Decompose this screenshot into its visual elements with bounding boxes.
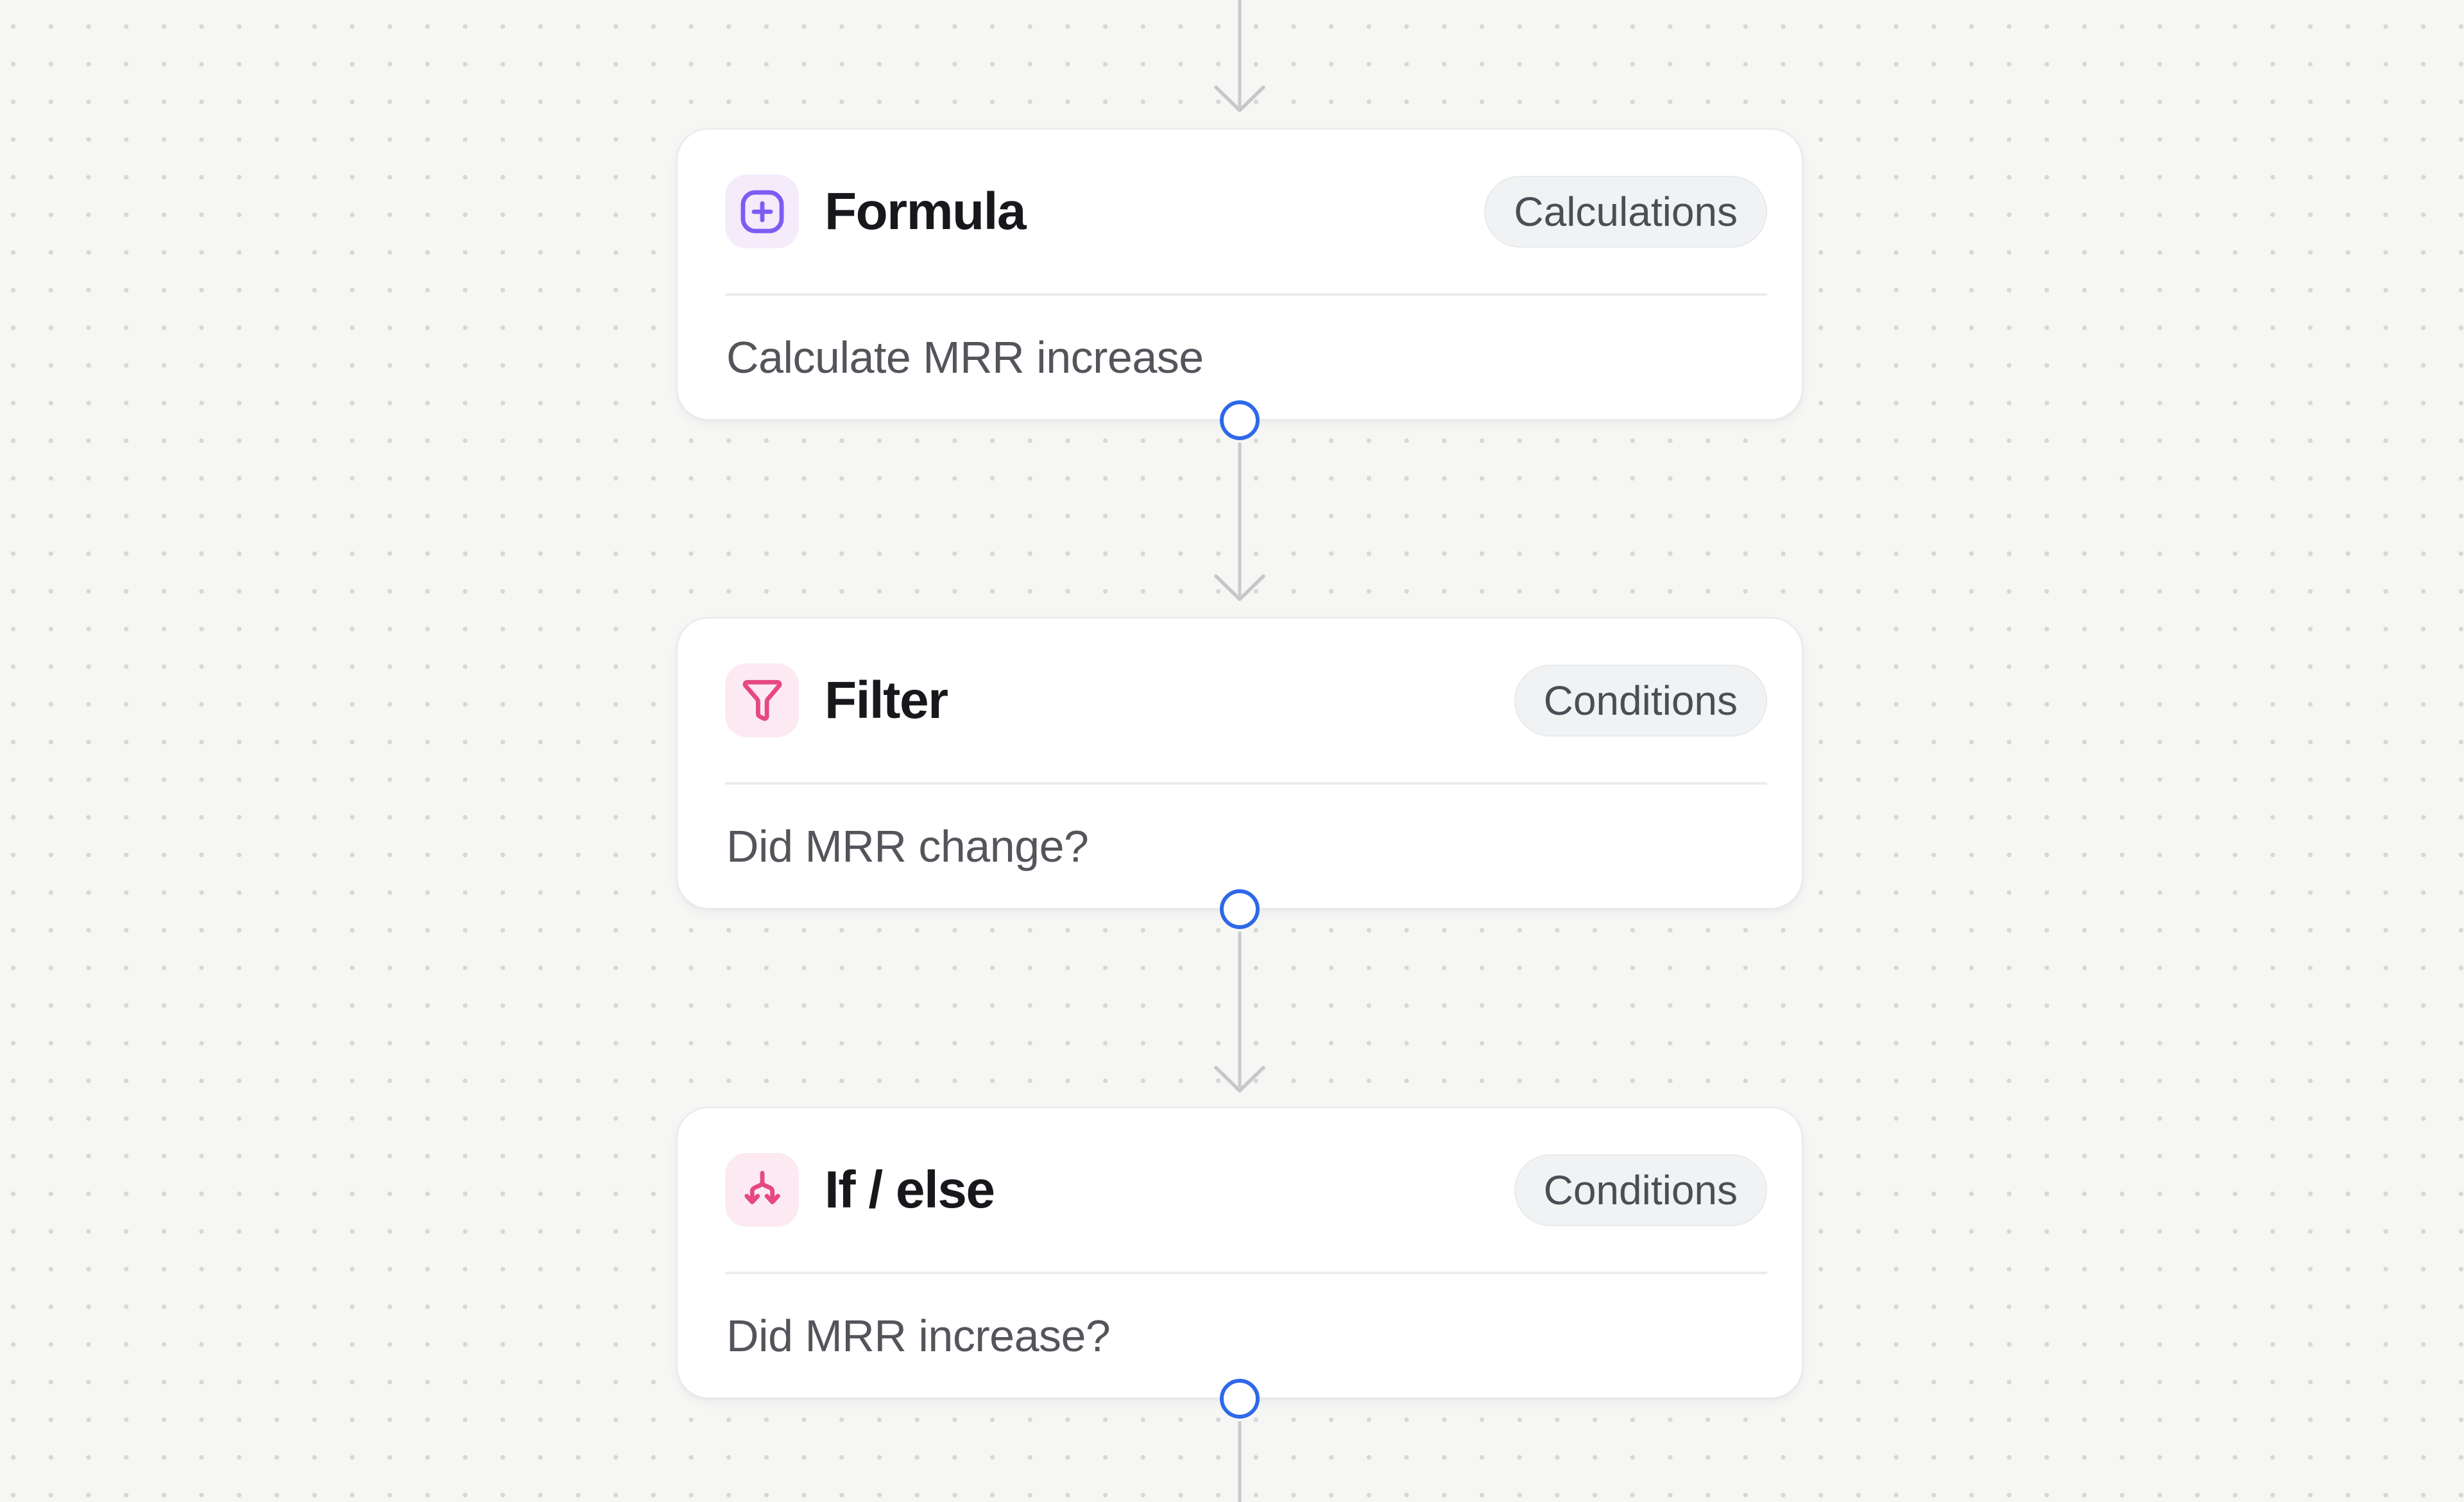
output-port[interactable] xyxy=(1220,1379,1260,1419)
node-title: Filter xyxy=(825,670,948,730)
formula-plus-square-icon xyxy=(725,175,799,248)
node-description: Did MRR change? xyxy=(726,821,1089,871)
split-branch-icon xyxy=(725,1153,799,1227)
node-description: Calculate MRR increase xyxy=(726,332,1204,382)
divider xyxy=(725,782,1767,785)
output-port[interactable] xyxy=(1220,400,1260,440)
funnel-icon xyxy=(725,663,799,737)
node-header: Filter Conditions xyxy=(678,619,1802,782)
node-if-else[interactable]: If / else Conditions Did MRR increase? xyxy=(676,1107,1803,1399)
node-filter[interactable]: Filter Conditions Did MRR change? xyxy=(676,617,1803,909)
node-formula[interactable]: Formula Calculations Calculate MRR incre… xyxy=(676,128,1803,420)
node-description: Did MRR increase? xyxy=(726,1311,1111,1361)
node-header: Formula Calculations xyxy=(678,130,1802,293)
arrow-down-icon xyxy=(1214,85,1265,112)
divider xyxy=(725,293,1767,296)
node-category-badge: Conditions xyxy=(1514,664,1767,737)
output-port[interactable] xyxy=(1220,889,1260,929)
node-category-badge: Calculations xyxy=(1484,175,1767,248)
arrow-down-icon xyxy=(1214,574,1265,601)
node-title: If / else xyxy=(825,1160,995,1219)
arrow-down-icon xyxy=(1214,1066,1265,1093)
divider xyxy=(725,1272,1767,1274)
node-header: If / else Conditions xyxy=(678,1108,1802,1272)
node-title: Formula xyxy=(825,182,1026,241)
node-category-badge: Conditions xyxy=(1514,1154,1767,1226)
